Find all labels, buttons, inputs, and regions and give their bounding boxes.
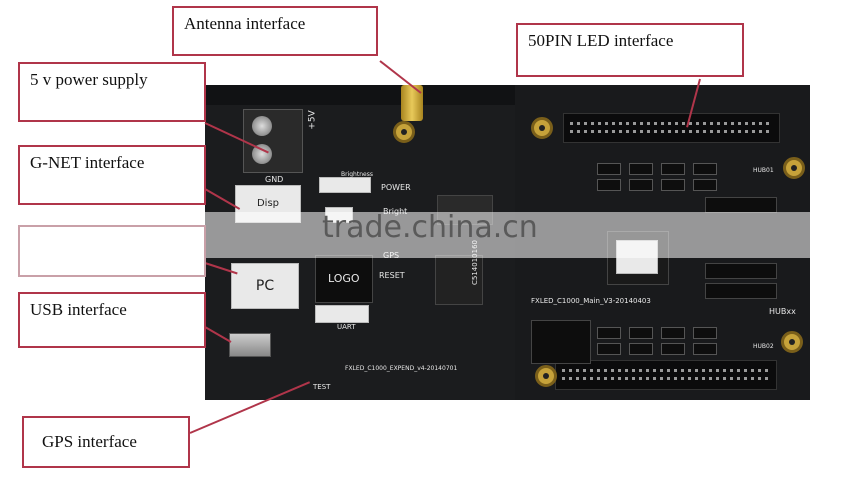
power-terminal — [243, 109, 303, 173]
pc-label: PC — [255, 278, 275, 294]
logo-label: LOGO — [328, 272, 360, 285]
test-label: TEST — [313, 383, 331, 391]
hubxx-label: HUBxx — [769, 307, 796, 316]
gnet-interface-label: G-NET interface — [18, 145, 206, 205]
pc-interface-label-hidden — [18, 225, 206, 277]
pc-module: PC — [231, 263, 299, 309]
gnd-label: GND — [265, 175, 284, 184]
usb-interface-label: USB interface — [18, 292, 206, 348]
mounting-hole — [783, 157, 805, 179]
usb-interface-text: USB interface — [30, 300, 127, 319]
watermark-text: trade.china.cn — [322, 210, 538, 245]
antenna-interface-label: Antenna interface — [172, 6, 378, 56]
mounting-hole — [393, 121, 415, 143]
gps-interface-text: GPS interface — [42, 432, 137, 451]
expend-version-label: FXLED_C1000_EXPEND_v4-20140701 — [345, 365, 458, 372]
antenna-interface-text: Antenna interface — [184, 14, 306, 33]
brightness-label: Brightness — [341, 171, 373, 178]
led-50pin-header-bottom — [555, 360, 777, 390]
antenna-connector — [401, 85, 423, 121]
power-supply-label: 5 v power supply — [18, 62, 206, 122]
brightness-connector — [319, 177, 371, 193]
uart-label: UART — [337, 323, 356, 331]
mounting-hole — [781, 331, 803, 353]
power-supply-text: 5 v power supply — [30, 70, 148, 89]
dram-chip — [435, 255, 483, 305]
mounting-hole — [535, 365, 557, 387]
bright-label: Bright — [383, 207, 407, 216]
gps-interface-label: GPS interface — [22, 416, 190, 468]
logo-chip: LOGO — [315, 255, 373, 303]
uart-connector — [315, 305, 369, 323]
hub01-label: HUB01 — [753, 167, 774, 174]
five-v-label: +5V — [307, 110, 318, 130]
power-label: POWER — [381, 183, 411, 192]
mounting-hole — [531, 117, 553, 139]
gnet-interface-text: G-NET interface — [30, 153, 145, 172]
led-50pin-header-top — [563, 113, 780, 143]
module-chip — [531, 320, 591, 364]
led-50pin-interface-label: 50PIN LED interface — [516, 23, 744, 77]
main-version-label: FXLED_C1000_Main_V3-20140403 — [531, 297, 651, 305]
hub02-label: HUB02 — [753, 343, 774, 350]
led-50pin-interface-text: 50PIN LED interface — [528, 31, 674, 50]
disp-label: Disp — [256, 198, 280, 209]
reset-label: RESET — [379, 271, 405, 280]
usb-port — [229, 333, 271, 357]
